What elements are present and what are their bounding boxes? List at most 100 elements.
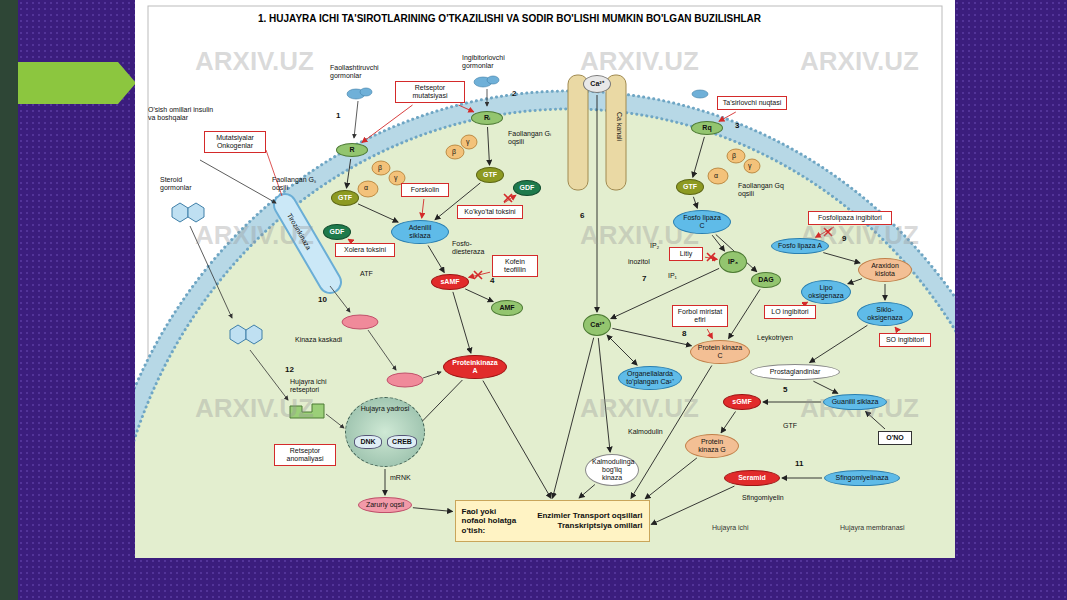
node-text: Adenilil siklaza	[398, 224, 442, 240]
node-text: Litiy	[673, 250, 699, 258]
callout-number: 12	[285, 366, 294, 375]
node-text: Sfingomiyelinaza	[831, 474, 893, 482]
node-text: Ko'kyo'tal toksini	[461, 208, 519, 216]
connector	[693, 137, 705, 177]
node-text: O'NO	[882, 434, 908, 442]
inhibitor-box: Kofein teofillin	[492, 255, 538, 277]
callout-number: 7	[642, 275, 646, 284]
green-oval: IP₃	[719, 251, 747, 273]
connector	[712, 235, 724, 251]
node-text: Guanilil siklaza	[830, 398, 880, 406]
label-text: β	[732, 152, 736, 160]
watermark: ARXIV.UZ	[580, 48, 699, 74]
node-text: IP₃	[725, 258, 741, 266]
node-text: Forskolin	[405, 186, 445, 194]
inhibitor-box: SO ingibitori	[879, 333, 931, 347]
messenger-oval: sGMF	[723, 394, 761, 410]
label-text: ATF	[360, 270, 373, 278]
callout-number: 9	[842, 235, 846, 244]
watermark: ARXIV.UZ	[800, 48, 919, 74]
watermark: ARXIV.UZ	[195, 395, 314, 421]
messenger-oval: Proteinkinaza A	[443, 355, 507, 379]
node-text: Fosfolipaza ingibitori	[812, 214, 888, 222]
enzyme-oval: Fosfo lipaza A	[771, 238, 829, 254]
callout-number: 1	[336, 112, 340, 121]
node-text: GDF	[517, 184, 537, 192]
connector	[721, 412, 735, 433]
enzyme-oval: Fosfo lipaza C	[673, 210, 731, 234]
inhibitor-box: Forskolin	[401, 183, 449, 197]
region-label: Hujayra ichi	[712, 524, 749, 532]
label-text: Sfingomiyelin	[742, 494, 784, 502]
label-text: Faollangan Gₛ oqsili	[272, 176, 330, 192]
node-text: sGMF	[730, 398, 754, 406]
connector	[465, 289, 493, 302]
kinase-oval: Protein kinaza G	[685, 434, 739, 458]
node-text: Lipo oksigenaza	[808, 284, 844, 300]
node-text: DNK	[358, 438, 378, 446]
green-oval: DAG	[751, 272, 781, 288]
node-text: Mutatsiyalar Onkogenlar	[208, 134, 262, 150]
node-text: sAMF	[438, 278, 462, 286]
connector	[707, 329, 712, 338]
connector	[848, 279, 862, 284]
node-text: Prostaglandinlar	[757, 368, 833, 376]
node-text: Siklo-oksigenaza	[864, 306, 906, 322]
green-oval: R	[336, 143, 368, 157]
node-text: DAG	[757, 276, 775, 284]
callout-number: 4	[490, 277, 494, 286]
label-text: γ	[394, 174, 398, 182]
connector	[895, 327, 898, 331]
label-text: Hujayra ichi retseptori	[290, 378, 348, 394]
node-text: Organellalarda to'plangan Ca²⁺	[625, 370, 675, 386]
region-label: Hujayra membranasi	[840, 524, 905, 532]
enzyme-oval: Adenilil siklaza	[391, 220, 449, 244]
inhibitor-box: Ta'sirlovchi nuqtasi	[717, 96, 787, 110]
callout-number: 2	[512, 90, 516, 99]
inhibitor-box: Fosfolipaza ingibitori	[808, 211, 892, 225]
label-text: α	[714, 172, 718, 180]
label-text: Leykotriyen	[757, 334, 793, 342]
gdp-bubble: GDF	[323, 224, 351, 240]
node-text: Seramid	[731, 474, 773, 482]
connector	[612, 328, 691, 345]
label-text: γ	[466, 138, 470, 146]
node-text: Protein kinaza C	[697, 344, 743, 360]
inhibitor-box: Retseptor mutatsiyasi	[395, 81, 465, 103]
inhibitor-box: LO ingibitori	[764, 305, 816, 319]
green-oval: Rᵢ	[471, 111, 503, 125]
node-text: LO ingibitori	[768, 308, 812, 316]
node-text: Fosfo lipaza A	[778, 242, 822, 250]
label-text: Steroid gormonlar	[160, 176, 200, 192]
inhibitor-box: Litiy	[669, 247, 703, 261]
node-text: Faol yoki nofaol holatga o'tish:	[462, 507, 520, 536]
connector	[607, 335, 637, 365]
gdp-bubble: GDF	[513, 180, 541, 196]
connector	[885, 284, 886, 300]
label-text: Ingibitorlovchi gormonlar	[462, 54, 522, 70]
connector	[358, 204, 398, 222]
connector	[729, 289, 760, 338]
node-text: Rᵢ	[477, 114, 497, 122]
node-text: Retseptor mutatsiyasi	[399, 84, 461, 100]
connector	[459, 105, 474, 112]
label-text: IP₁	[668, 272, 677, 280]
connector	[428, 246, 444, 273]
inhibitor-box: Mutatsiyalar Onkogenlar	[204, 131, 266, 153]
node-text: Hujayra yadrosi	[349, 405, 421, 413]
node-text: Kofein teofillin	[496, 258, 534, 274]
label-text: O'sish omillari insulin va boshqalar	[148, 106, 218, 122]
connector	[453, 292, 471, 353]
result-box: Faol yoki nofaol holatga o'tish:Enzimler…	[455, 500, 650, 542]
connector	[651, 486, 734, 524]
label-text: Fosfo-diesteraza	[452, 240, 496, 256]
connector	[504, 195, 516, 203]
connector	[469, 272, 490, 277]
inhibitor-box: Forbol miristat efiri	[672, 305, 728, 327]
gtp-bubble: GTF	[676, 179, 704, 195]
green-oval: AMF	[491, 300, 523, 316]
node-text: Xolera toksini	[339, 246, 391, 254]
label-text: GTF	[783, 422, 797, 430]
label-text: mRNK	[390, 474, 411, 482]
connector	[705, 257, 717, 259]
